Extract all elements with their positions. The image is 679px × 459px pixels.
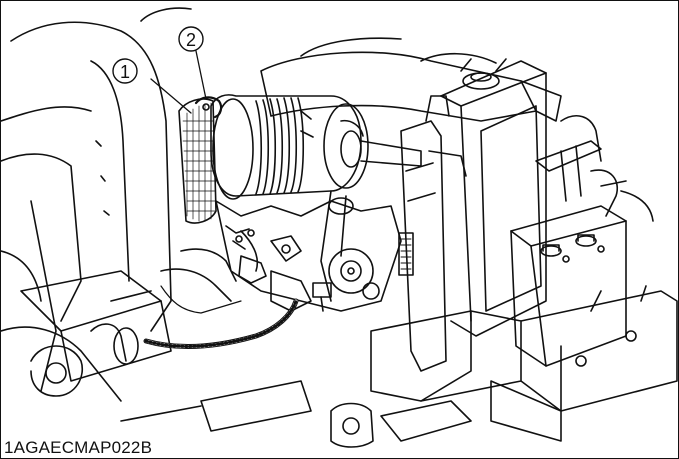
battery-terminal-2: [575, 234, 597, 247]
air-cleaner-ribs: [255, 97, 305, 195]
callout-leader-1: [150, 78, 192, 114]
front-axle: [120, 380, 472, 448]
hood-fender-outline: [1, 7, 192, 402]
battery-bracket: [535, 140, 627, 217]
front-frame: [20, 270, 172, 397]
battery-terminal-1: [540, 244, 562, 257]
figure-code: 1AGAECMAP022B: [4, 438, 157, 458]
upper-duct: [260, 37, 562, 122]
callout-leader-2: [195, 50, 207, 100]
radiator-frame: [440, 60, 547, 337]
wiring-loom: [143, 285, 299, 349]
battery-cables: [560, 115, 654, 222]
fuel-lines-wiring: [160, 225, 332, 312]
battery: [510, 205, 627, 367]
radiator: [398, 95, 467, 372]
callout-2-label: 2: [186, 30, 196, 50]
callout-2: 2: [178, 26, 204, 52]
engine-block: [215, 190, 402, 312]
callout-1: 1: [112, 58, 138, 84]
inlet-hose: [178, 96, 223, 224]
callout-1-label: 1: [120, 62, 130, 82]
lower-frame: [370, 285, 678, 442]
air-cleaner: [210, 94, 422, 200]
